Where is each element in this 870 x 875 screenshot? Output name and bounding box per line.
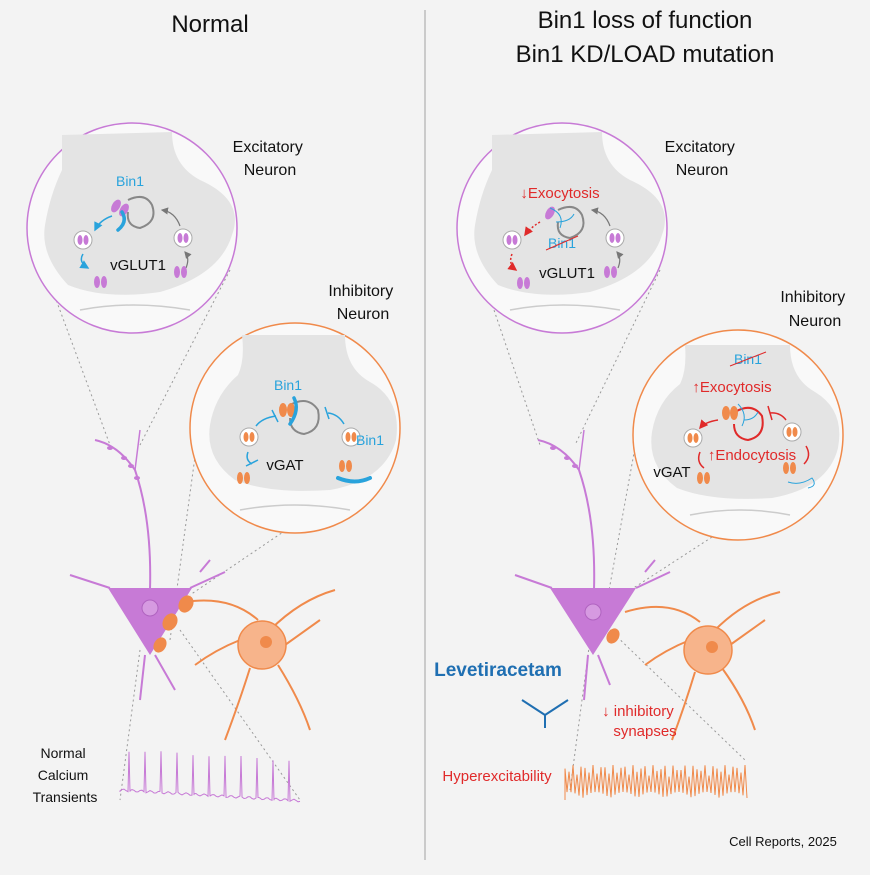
right-inh-bin1-strike: [729, 351, 767, 367]
left-exc-fusion-vesicle: [126, 195, 155, 230]
citation: Cell Reports, 2025: [729, 834, 837, 849]
left-exc-bin1: Bin1: [116, 173, 144, 189]
left-title: Normal: [171, 11, 248, 38]
right-pyramidal-neuron: [514, 429, 671, 701]
right-inhibitory-zoom: Bin1 ↑Exocytosis ↑Endocytosis vGAT: [632, 329, 844, 541]
right-inh-endocytosis: ↑Endocytosis: [708, 447, 796, 464]
left-calcium-label: Normal Calcium Transients: [33, 745, 98, 805]
left-inhibitory-label: Inhibitory Neuron: [328, 283, 397, 323]
left-pyramidal-neuron: [69, 429, 226, 701]
drug-label: Levetiracetam: [434, 660, 562, 681]
left-inh-bin1-right: Bin1: [356, 432, 384, 448]
right-title-line2: Bin1 KD/LOAD mutation: [516, 41, 775, 68]
right-interneuron: [606, 591, 781, 741]
right-exc-vglut1: vGLUT1: [539, 265, 595, 282]
left-calcium-trace: [119, 751, 301, 803]
inhibitory-synapses-label: ↓ inhibitory synapses: [602, 703, 678, 740]
hyperexcitability-label: Hyperexcitability: [442, 768, 552, 785]
left-inh-vgat: vGAT: [266, 457, 303, 474]
right-inhibitory-label: Inhibitory Neuron: [780, 289, 849, 330]
left-interneuron: [153, 589, 336, 741]
right-exc-exocytosis: ↓Exocytosis: [520, 185, 599, 202]
right-exc-bin1-strike: [545, 235, 579, 251]
left-excitatory-label: Excitatory Neuron: [233, 139, 308, 179]
left-exc-bin1-shape: [116, 210, 126, 232]
left-inh-bin1-top: Bin1: [274, 377, 302, 393]
right-excitatory-zoom: ↓Exocytosis Bin1 vGLUT1: [456, 122, 668, 334]
left-inh-terminal: [209, 335, 397, 491]
left-inhibitory-zoom: Bin1 Bin1 vGAT: [189, 322, 401, 534]
left-exc-vglut1: vGLUT1: [110, 257, 166, 274]
right-inh-exocytosis: ↑Exocytosis: [692, 379, 771, 396]
left-excitatory-zoom: Bin1 vGLUT1: [26, 122, 238, 334]
right-calcium-trace: [564, 764, 748, 800]
right-inh-vgat: vGAT: [653, 464, 690, 481]
drug-inhibition-symbol: [521, 699, 569, 728]
right-excitatory-label: Excitatory Neuron: [665, 139, 740, 179]
right-title-line1: Bin1 loss of function: [538, 7, 753, 34]
